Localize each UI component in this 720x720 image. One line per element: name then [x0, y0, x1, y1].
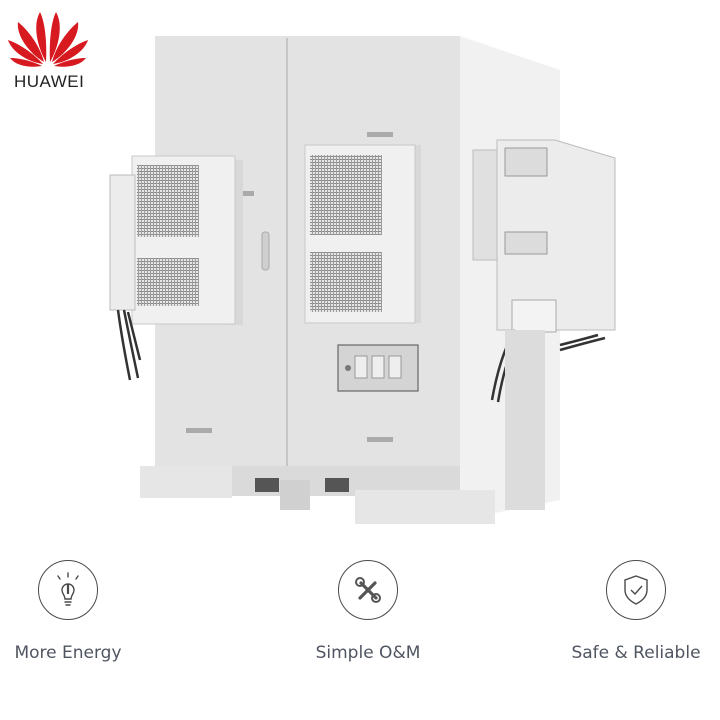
feature-more-energy: More Energy — [0, 560, 148, 663]
feature-icon-circle — [38, 560, 98, 620]
feature-safe-reliable: Safe & Reliable — [556, 560, 716, 663]
feature-simple-om: Simple O&M — [288, 560, 448, 663]
lightbulb-icon — [57, 572, 79, 606]
tools-icon — [355, 577, 381, 603]
shield-check-icon — [624, 575, 648, 605]
product-image-cabinet — [100, 30, 630, 530]
brand-name: HUAWEI — [14, 72, 85, 91]
feature-label: Simple O&M — [315, 643, 421, 663]
feature-label: More Energy — [14, 643, 122, 663]
feature-label: Safe & Reliable — [571, 643, 701, 663]
feature-icon-circle — [338, 560, 398, 620]
huawei-petals-icon — [8, 12, 88, 67]
huawei-logo: HUAWEI — [6, 4, 90, 94]
feature-icon-circle — [606, 560, 666, 620]
